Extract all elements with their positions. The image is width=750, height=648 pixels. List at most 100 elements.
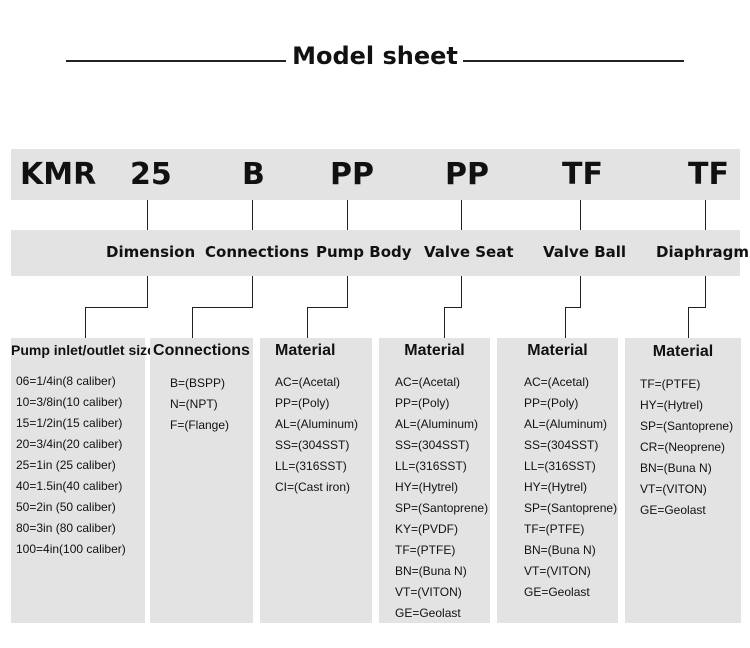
connector-diaphragm-across — [688, 307, 706, 308]
connector-pump-body-down — [347, 276, 348, 307]
list-item: HY=(Hytrel) — [640, 398, 704, 412]
list-item: GE=Geolast — [640, 503, 706, 517]
list-item: AL=(Aluminum) — [275, 417, 359, 431]
list-item: BN=(Buna N) — [524, 543, 596, 557]
list-item: SP=(Santoprene) — [640, 419, 734, 433]
list-item: N=(NPT) — [170, 397, 218, 411]
box-title-connections: Connections — [153, 342, 250, 359]
list-item: KY=(PVDF) — [395, 522, 459, 536]
list-item: TF=(PTFE) — [524, 522, 585, 536]
list-item: SP=(Santoprene) — [395, 501, 489, 515]
list-item: AC=(Acetal) — [524, 375, 590, 389]
list-item: 10=3/8in(10 caliber) — [16, 395, 123, 409]
size-options-list: 06=1/4in(8 caliber) 10=3/8in(10 caliber)… — [11, 371, 145, 560]
segment-band — [11, 230, 740, 276]
code-size: 25 — [130, 157, 172, 192]
segment-dimension: Dimension — [106, 243, 196, 261]
connector-code-connection — [252, 200, 253, 230]
connector-valve-seat-drop — [444, 307, 445, 338]
segment-connections: Connections — [205, 243, 309, 261]
connector-pump-body-across — [307, 307, 348, 308]
code-connection: B — [242, 157, 265, 192]
code-diaphragm: TF — [688, 157, 729, 192]
list-item: 20=3/4in(20 caliber) — [16, 437, 123, 451]
code-valve-seat: PP — [445, 157, 489, 192]
valve-ball-material-box: Material AC=(Acetal) PP=(Poly) AL=(Alumi… — [497, 338, 618, 623]
list-item: 100=4in(100 caliber) — [16, 542, 126, 556]
list-item: LL=(316SST) — [275, 459, 347, 473]
valve-seat-material-list: AC=(Acetal) PP=(Poly) AL=(Aluminum) SS=(… — [379, 372, 490, 624]
list-item: HY=(Hytrel) — [524, 480, 588, 494]
connector-valve-ball-down — [580, 276, 581, 307]
code-valve-ball: TF — [562, 157, 603, 192]
connector-diaphragm-drop — [688, 307, 689, 338]
box-title-diaphragm-material: Material — [652, 343, 714, 360]
connector-valve-seat-across — [444, 307, 462, 308]
list-item: VT=(VITON) — [524, 564, 591, 578]
connector-pump-body-drop — [307, 307, 308, 338]
box-title-size: Pump inlet/outlet size — [11, 342, 155, 358]
connector-dimension-down — [147, 276, 148, 307]
connector-connections-across — [192, 307, 253, 308]
title-rule-left — [66, 60, 286, 62]
connector-connections-down — [252, 276, 253, 307]
code-pump-body: PP — [330, 157, 374, 192]
list-item: GE=Geolast — [524, 585, 590, 599]
box-title-pump-body-material: Material — [275, 342, 336, 359]
list-item: VT=(VITON) — [640, 482, 707, 496]
list-item: LL=(316SST) — [524, 459, 596, 473]
list-item: AL=(Aluminum) — [524, 417, 608, 431]
size-options-box: Pump inlet/outlet size 06=1/4in(8 calibe… — [11, 338, 155, 623]
list-item: CR=(Neoprene) — [640, 440, 726, 454]
connector-valve-ball-across — [565, 307, 581, 308]
diaphragm-material-box: Material TF=(PTFE) HY=(Hytrel) SP=(Santo… — [625, 338, 741, 623]
list-item: AC=(Acetal) — [275, 375, 341, 389]
connection-options-box: Connections B=(BSPP) N=(NPT) F=(Flange) — [150, 338, 253, 623]
connector-valve-ball-drop — [565, 307, 566, 338]
list-item: BN=(Buna N) — [640, 461, 712, 475]
list-item: VT=(VITON) — [395, 585, 462, 599]
list-item: B=(BSPP) — [170, 376, 226, 390]
connector-dimension-drop — [85, 307, 86, 338]
list-item: F=(Flange) — [170, 418, 230, 432]
list-item: CI=(Cast iron) — [275, 480, 351, 494]
valve-ball-material-list: AC=(Acetal) PP=(Poly) AL=(Aluminum) SS=(… — [497, 372, 618, 603]
list-item: PP=(Poly) — [524, 396, 579, 410]
list-item: SS=(304SST) — [275, 438, 350, 452]
title-rule-right — [463, 60, 684, 62]
connector-dimension-across — [85, 307, 148, 308]
diaphragm-material-list: TF=(PTFE) HY=(Hytrel) SP=(Santoprene) CR… — [625, 374, 741, 521]
list-item: BN=(Buna N) — [395, 564, 467, 578]
box-title-valve-seat-material: Material — [404, 342, 465, 359]
list-item: 06=1/4in(8 caliber) — [16, 374, 116, 388]
list-item: GE=Geolast — [395, 606, 461, 620]
segment-valve-seat: Valve Seat — [424, 243, 514, 261]
connector-code-pump-body — [347, 200, 348, 230]
list-item: TF=(PTFE) — [395, 543, 456, 557]
list-item: 80=3in (80 caliber) — [16, 521, 116, 535]
valve-seat-material-box: Material AC=(Acetal) PP=(Poly) AL=(Alumi… — [379, 338, 490, 623]
connector-code-diaphragm — [705, 200, 706, 230]
list-item: SS=(304SST) — [395, 438, 470, 452]
pump-body-material-box: Material AC=(Acetal) PP=(Poly) AL=(Alumi… — [260, 338, 372, 623]
pump-body-material-list: AC=(Acetal) PP=(Poly) AL=(Aluminum) SS=(… — [260, 372, 372, 498]
connector-code-size — [147, 200, 148, 230]
segment-pump-body: Pump Body — [316, 243, 412, 261]
list-item: LL=(316SST) — [395, 459, 467, 473]
segment-diaphragm: Diaphragm — [656, 243, 750, 261]
list-item: AL=(Aluminum) — [395, 417, 479, 431]
list-item: 40=1.5in(40 caliber) — [16, 479, 123, 493]
segment-valve-ball: Valve Ball — [543, 243, 627, 261]
list-item: 25=1in (25 caliber) — [16, 458, 116, 472]
list-item: AC=(Acetal) — [395, 375, 461, 389]
list-item: PP=(Poly) — [275, 396, 330, 410]
connection-options-list: B=(BSPP) N=(NPT) F=(Flange) — [150, 373, 253, 436]
list-item: PP=(Poly) — [395, 396, 450, 410]
page-title: Model sheet — [292, 42, 458, 70]
list-item: HY=(Hytrel) — [395, 480, 459, 494]
list-item: SP=(Santoprene) — [524, 501, 618, 515]
list-item: SS=(304SST) — [524, 438, 599, 452]
connector-code-valve-seat — [461, 200, 462, 230]
code-series: KMR — [20, 157, 97, 192]
model-code-band — [11, 149, 740, 200]
